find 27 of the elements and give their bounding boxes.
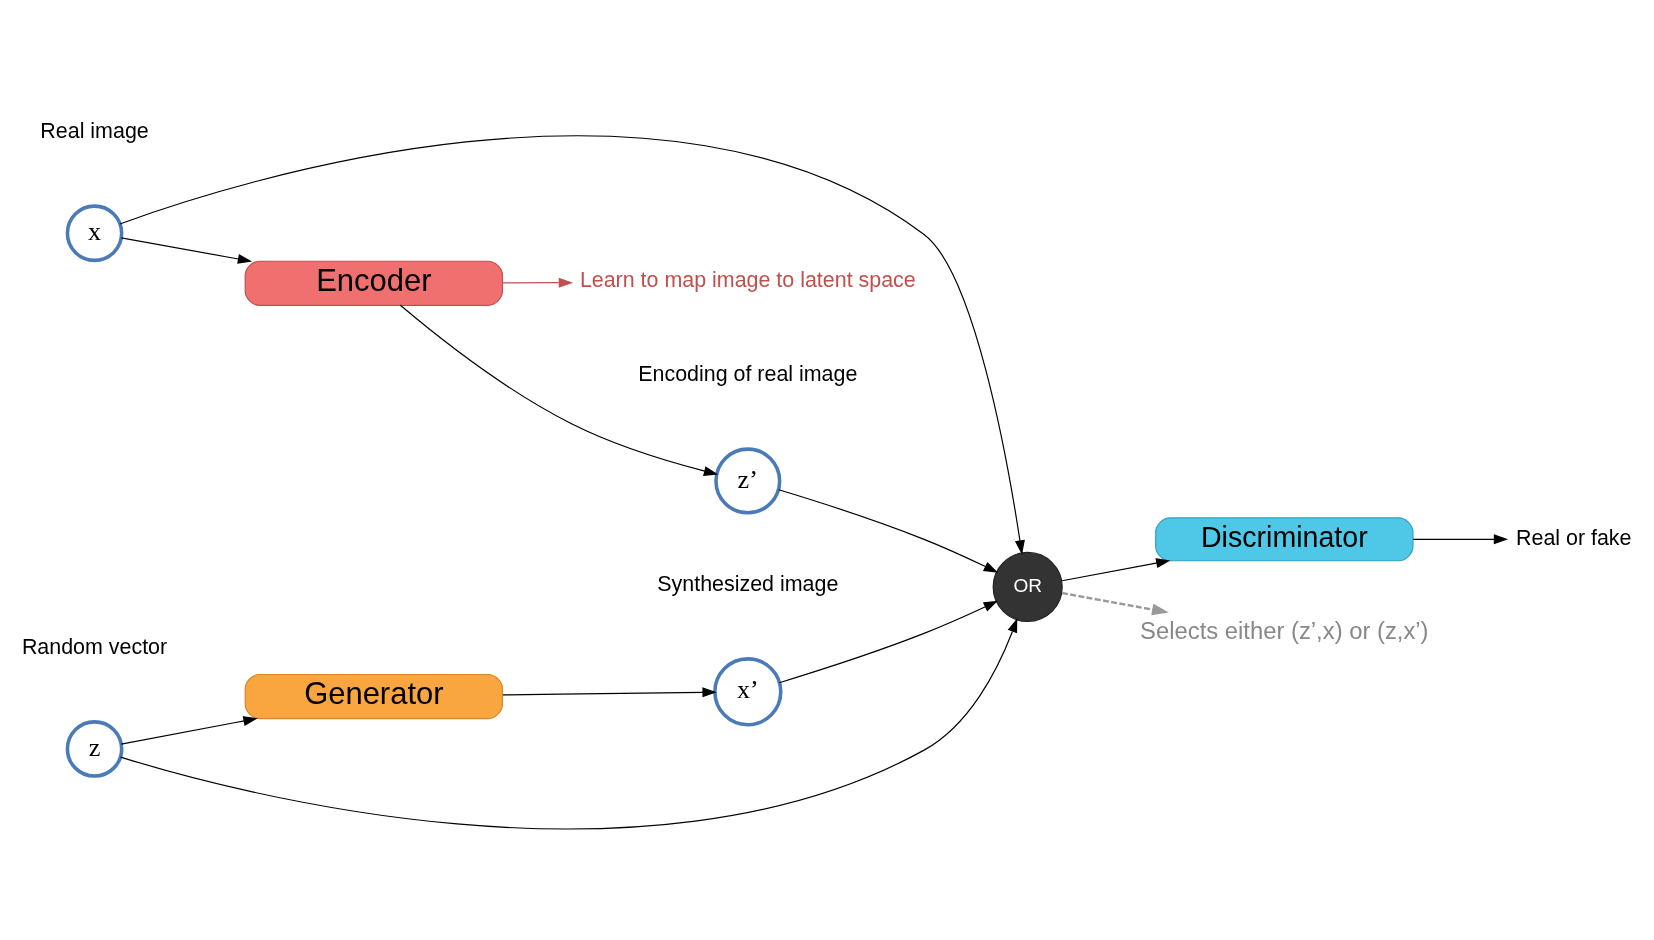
node-circle: z’	[714, 446, 782, 515]
arrow	[120, 236, 253, 264]
arrow	[1061, 557, 1171, 581]
arrow	[502, 277, 574, 288]
node-text: Real or fake	[1516, 525, 1632, 550]
node-label: Random vector	[21, 634, 168, 659]
node-box: Discriminator	[1155, 516, 1414, 561]
arrow	[502, 686, 717, 697]
arrow	[120, 715, 258, 745]
arrow	[1412, 533, 1509, 544]
arrow	[119, 617, 1018, 829]
node-circle: z	[65, 719, 124, 778]
node-text: Learn to map image to latent space	[579, 267, 916, 292]
arrow	[778, 600, 998, 683]
node-circle: x’	[713, 656, 783, 726]
node-box: Encoder	[244, 260, 504, 306]
node-label: Real image	[40, 118, 149, 143]
arrow	[119, 135, 1025, 555]
node-circle: x	[65, 203, 124, 262]
node-text: Selects either (z’,x) or (z,x’)	[1140, 616, 1429, 644]
arrow	[1061, 591, 1169, 615]
node-box: Generator	[244, 673, 504, 719]
node-label: Synthesized image	[657, 571, 839, 596]
node-circle: OR	[992, 551, 1063, 622]
arrow	[778, 488, 999, 573]
arrow	[399, 304, 719, 476]
node-label: Encoding of real image	[638, 361, 858, 386]
